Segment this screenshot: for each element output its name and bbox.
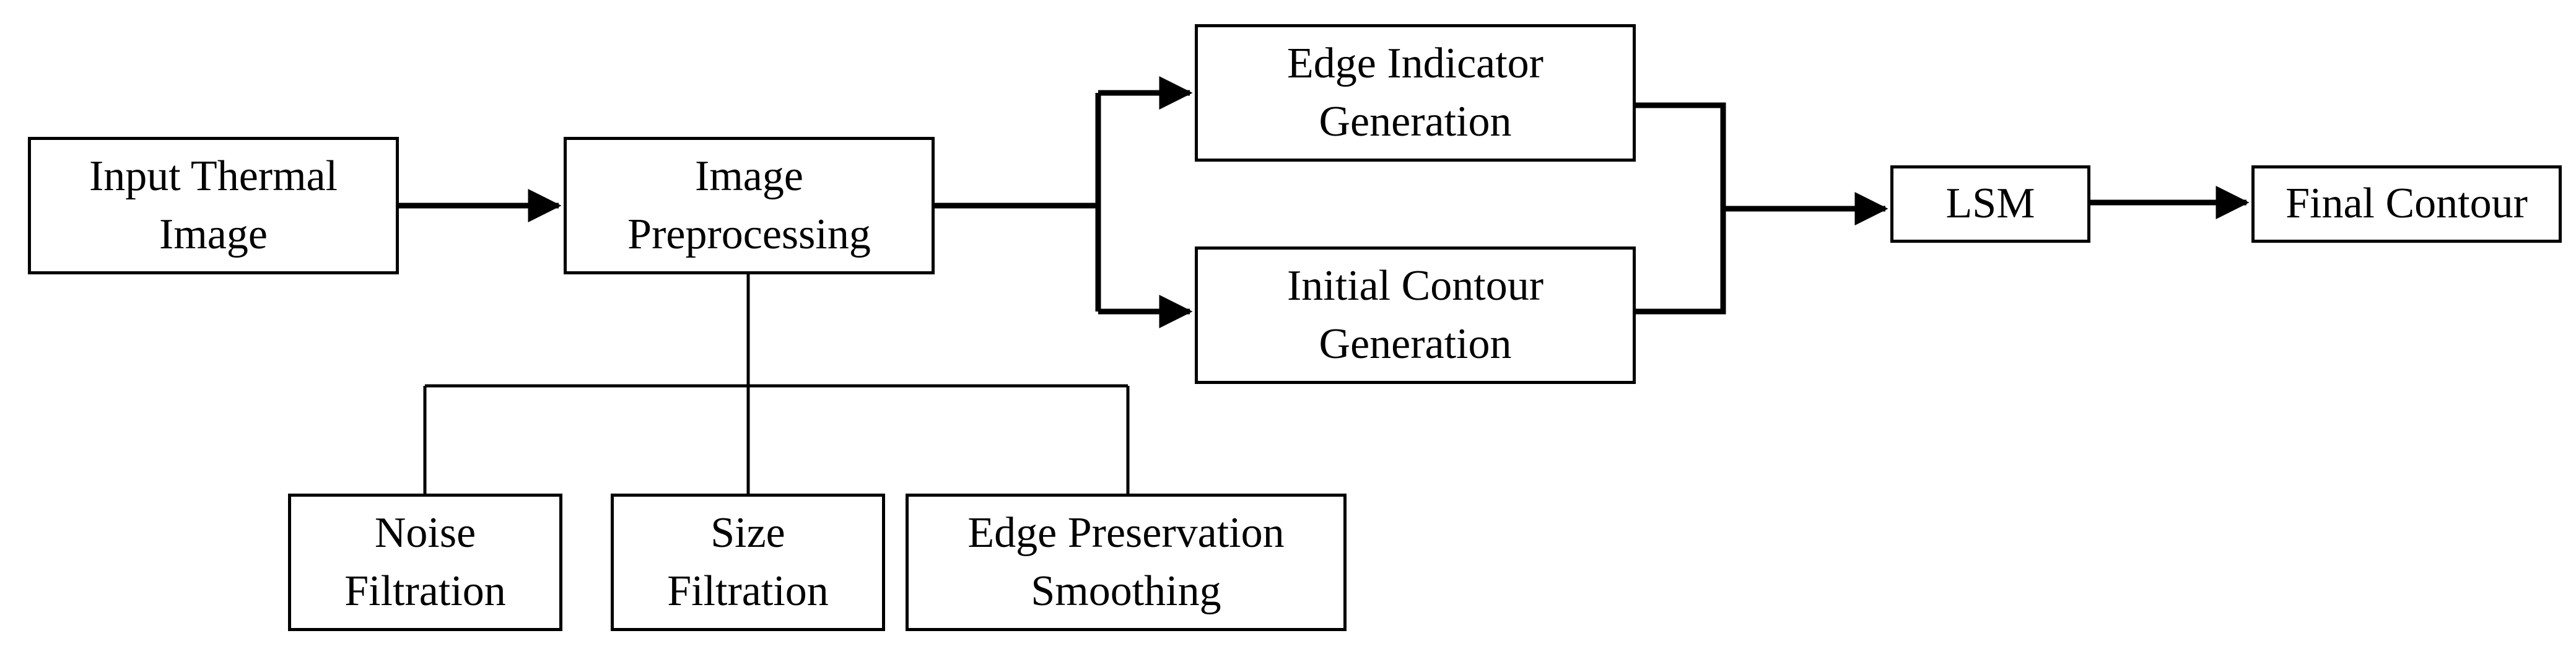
node-lsm: LSM — [1890, 165, 2090, 243]
node-label-line: Initial Contour — [1286, 261, 1544, 310]
node-label-line: Filtration — [667, 567, 829, 615]
node-label-line: Generation — [1319, 98, 1512, 146]
node-label-line: Smoothing — [1031, 567, 1221, 615]
node-label-line: Noise — [374, 508, 476, 557]
node-input-thermal-image: Input Thermal Image — [28, 137, 399, 274]
node-label-line: Image — [159, 211, 268, 258]
node-label-line: LSM — [1945, 180, 2035, 228]
node-initial-contour-generation: Initial Contour Generation — [1195, 246, 1636, 384]
node-noise-filtration: Noise Filtration — [288, 494, 562, 631]
node-size-filtration: Size Filtration — [611, 494, 885, 631]
node-label-line: Filtration — [344, 567, 506, 615]
node-final-contour: Final Contour — [2251, 165, 2562, 243]
node-label-line: Image — [695, 152, 803, 200]
node-edge-indicator-generation: Edge Indicator Generation — [1195, 24, 1636, 162]
node-image-preprocessing: Image Preprocessing — [564, 137, 935, 274]
node-label-line: Edge Preservation — [967, 508, 1285, 557]
node-label-line: Preprocessing — [627, 211, 871, 258]
node-edge-preservation-smoothing: Edge Preservation Smoothing — [906, 494, 1347, 631]
node-label-line: Input Thermal — [89, 152, 338, 200]
node-label-line: Final Contour — [2286, 180, 2528, 228]
node-label-line: Edge Indicator — [1287, 39, 1543, 87]
node-label-line: Generation — [1319, 320, 1512, 368]
node-label-line: Size — [710, 508, 785, 557]
connector-edge-indicator-merge — [1636, 102, 1726, 315]
